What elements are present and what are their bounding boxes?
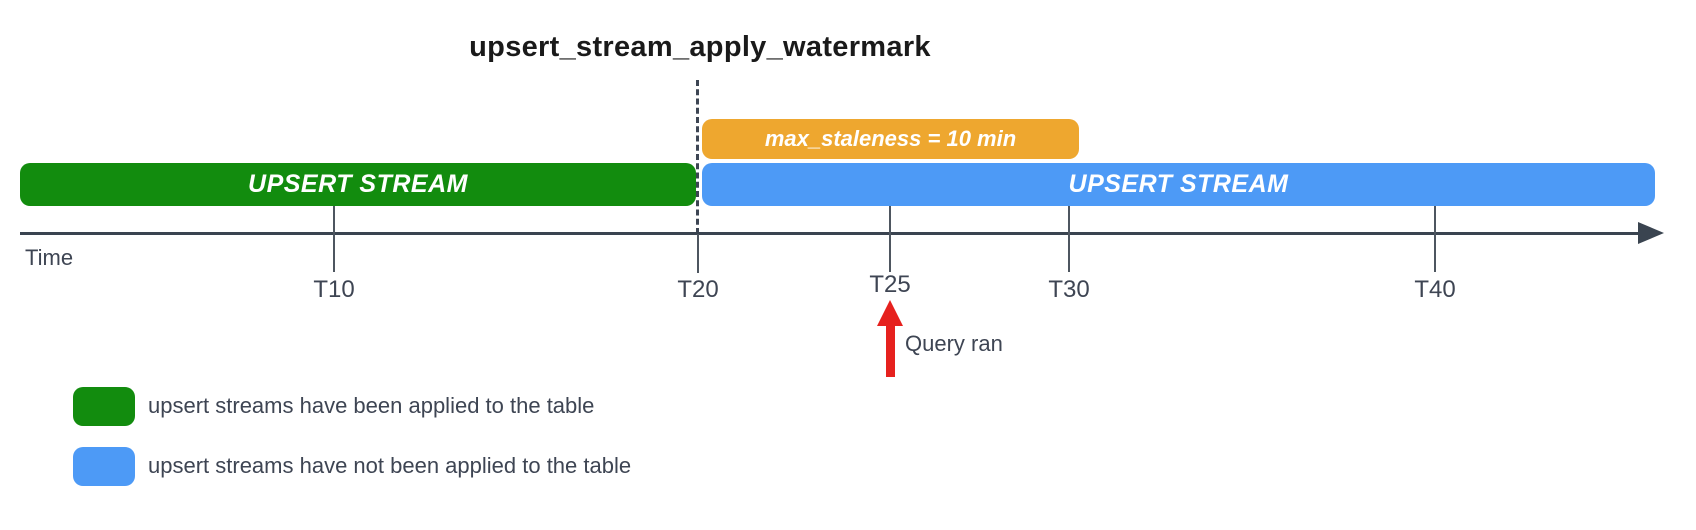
staleness-window-label: max_staleness = 10 min — [764, 126, 1017, 151]
tick-label-t20: T20 — [677, 276, 719, 303]
tick-t10 — [333, 206, 335, 272]
query-ran-arrow-shaft — [886, 324, 895, 377]
watermark-dashed-line — [696, 80, 699, 234]
applied-upsert-stream-bar: UPSERT STREAM — [20, 163, 696, 206]
tick-label-t10: T10 — [313, 276, 355, 303]
page-title: upsert_stream_apply_watermark — [469, 31, 931, 63]
applied-upsert-stream-label: UPSERT STREAM — [248, 170, 468, 198]
tick-label-t25: T25 — [869, 271, 911, 298]
query-ran-label: Query ran — [905, 331, 1003, 356]
not-applied-upsert-stream-label: UPSERT STREAM — [1068, 170, 1289, 198]
legend-label-not-applied: upsert streams have not been applied to … — [148, 453, 632, 478]
time-axis-line — [20, 232, 1642, 235]
legend-swatch-not-applied — [73, 447, 135, 486]
legend-swatch-applied — [73, 387, 135, 426]
tick-label-t30: T30 — [1048, 276, 1090, 303]
time-axis-label: Time — [25, 245, 74, 270]
tick-t40 — [1434, 206, 1436, 272]
staleness-window-bar: max_staleness = 10 min — [702, 119, 1079, 159]
time-axis-arrowhead-icon — [1638, 222, 1664, 244]
legend-label-applied: upsert streams have been applied to the … — [148, 393, 595, 418]
tick-label-t40: T40 — [1414, 276, 1456, 303]
query-ran-arrow-icon — [877, 300, 903, 326]
tick-t25 — [889, 206, 891, 272]
not-applied-upsert-stream-bar: UPSERT STREAM — [702, 163, 1655, 206]
tick-t30 — [1068, 206, 1070, 272]
tick-t20 — [697, 234, 699, 273]
